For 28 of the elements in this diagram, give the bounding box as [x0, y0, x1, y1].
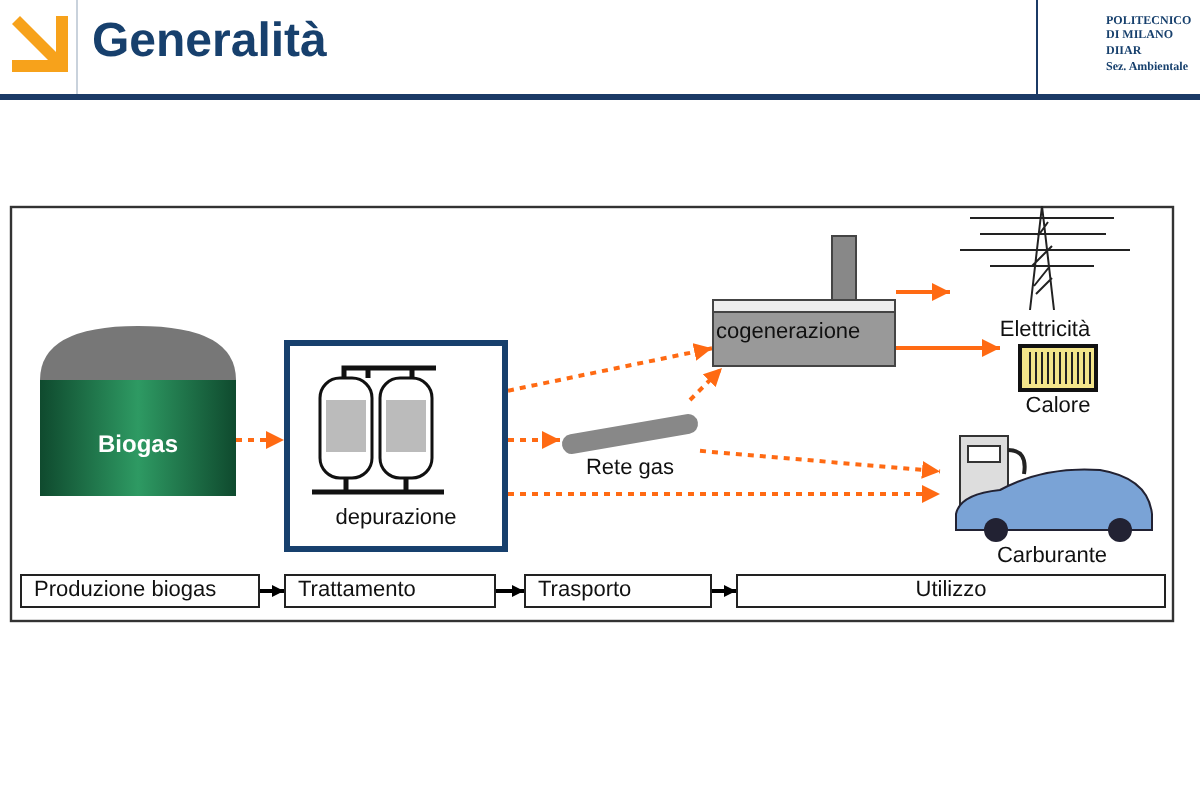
- node-label: Carburante: [994, 544, 1110, 570]
- stage-box: [736, 574, 1166, 608]
- node-label: Utilizzo: [913, 578, 989, 604]
- node-label: Calore: [1023, 394, 1093, 420]
- node-label: Elettricità: [997, 318, 1093, 344]
- arrow: [896, 339, 1000, 357]
- node-label: Trasporto: [538, 578, 632, 604]
- arrow: [688, 366, 724, 402]
- stage-box: [20, 574, 260, 608]
- slide-title: Generalità: [92, 12, 327, 72]
- arrow: [507, 343, 713, 393]
- stage-box: [524, 574, 712, 608]
- arrow: [260, 585, 284, 597]
- arrow: [712, 585, 736, 597]
- arrow: [508, 485, 940, 503]
- process-box: [284, 340, 508, 552]
- node-label: Biogas: [95, 432, 180, 458]
- stage-box: [284, 574, 496, 608]
- arrow: [896, 283, 950, 301]
- arrow: [496, 585, 524, 597]
- node-label: depurazione: [333, 506, 459, 532]
- arrow: [236, 431, 284, 449]
- node-label: cogenerazione: [716, 320, 861, 346]
- arrow: [699, 448, 941, 479]
- node-label: Produzione biogas: [34, 578, 217, 604]
- node-label: Rete gas: [583, 456, 677, 482]
- node-label: Trattamento: [298, 578, 416, 604]
- arrow: [508, 431, 560, 449]
